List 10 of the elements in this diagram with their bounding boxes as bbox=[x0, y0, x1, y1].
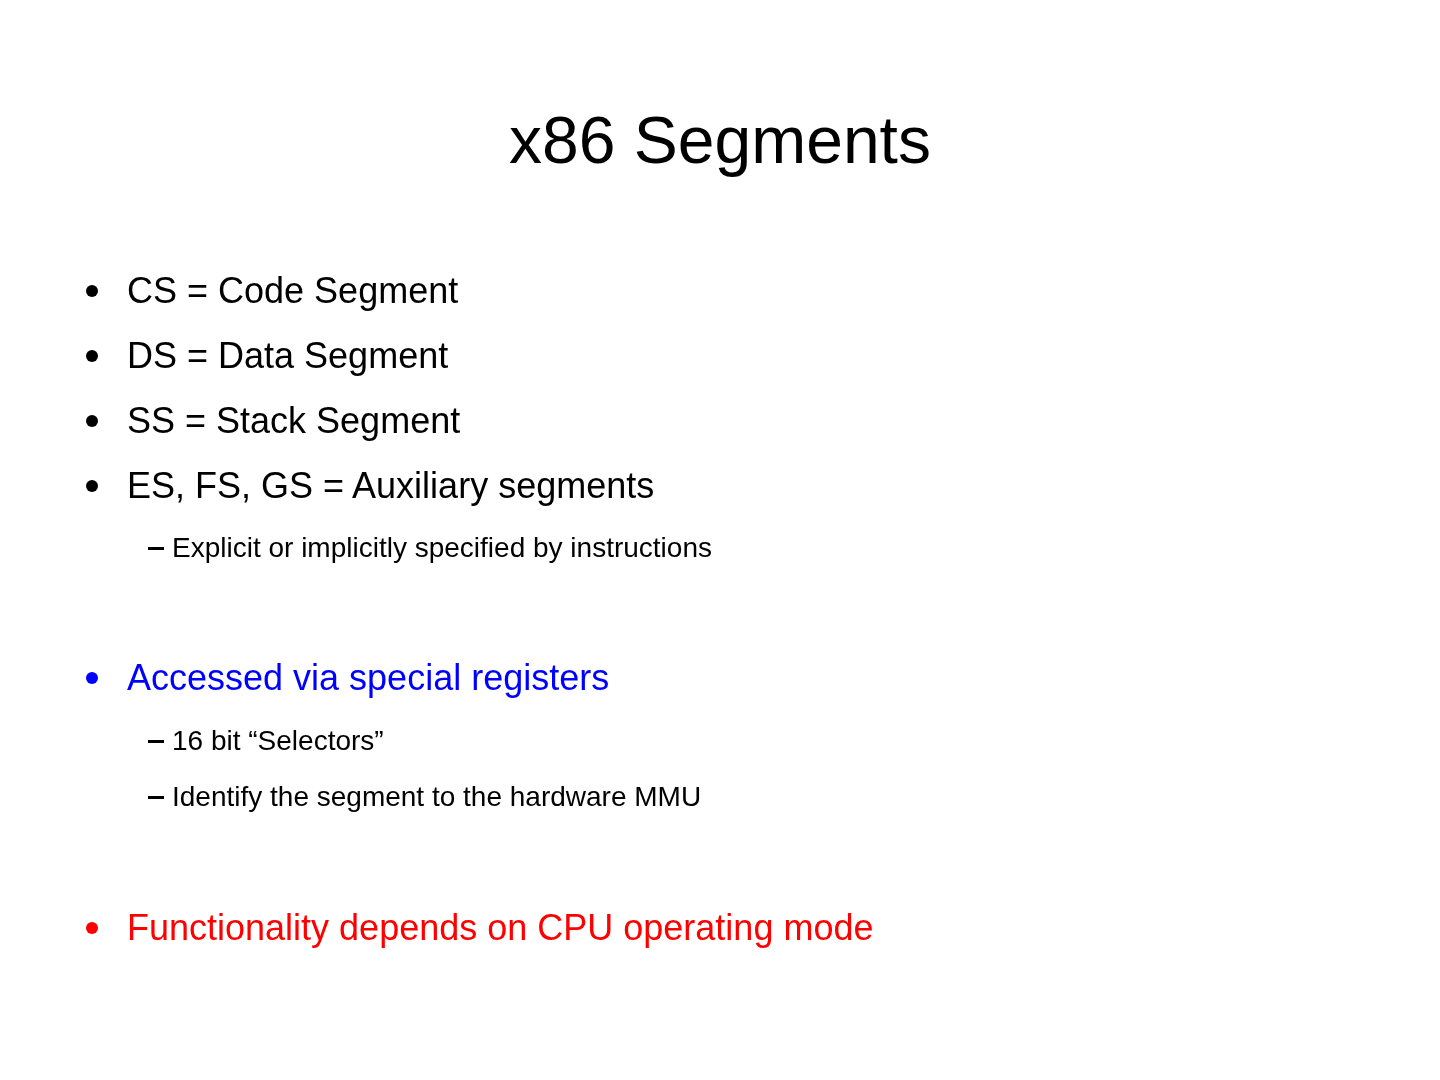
sub-bullet-text: 16 bit “Selectors” bbox=[172, 724, 384, 758]
slide-title: x86 Segments bbox=[508, 102, 932, 179]
bullet-text: DS = Data Segment bbox=[127, 335, 449, 377]
bullet-text: ES, FS, GS = Auxiliary segments bbox=[127, 465, 655, 507]
sub-bullet-text: Identify the segment to the hardware MMU bbox=[172, 780, 702, 814]
sub-bullet-text: Explicit or implicitly specified by instructions bbox=[172, 531, 712, 565]
bullet-text: CS = Code Segment bbox=[127, 270, 459, 312]
bullet-text: Functionality depends on CPU operating mode bbox=[127, 907, 874, 949]
bullet-text: SS = Stack Segment bbox=[127, 400, 461, 442]
bullet-text: Accessed via special registers bbox=[127, 657, 610, 699]
